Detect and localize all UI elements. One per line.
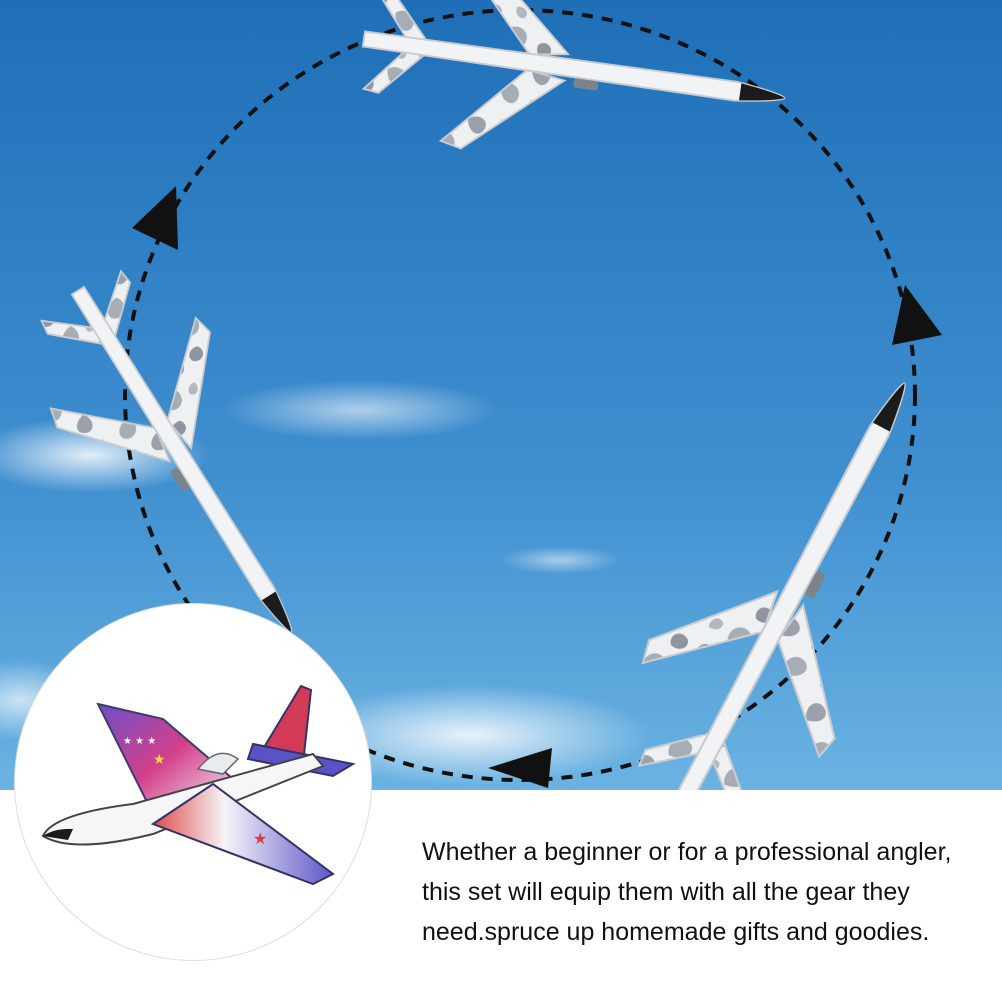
direction-arrow-icon [892,285,942,345]
product-toy-plane: ★ ★ ★ ★ ★ [41,684,356,886]
product-caption-text: Whether a beginner or for a professional… [422,838,952,946]
direction-arrow-icon [488,748,552,788]
svg-text:★: ★ [153,752,166,768]
svg-text:★ ★ ★: ★ ★ ★ [123,736,156,747]
product-inset-circle: ★ ★ ★ ★ ★ [14,603,372,961]
dashed-loop-path [123,8,917,782]
direction-arrow-icon [132,186,178,250]
svg-text:★: ★ [253,829,267,848]
